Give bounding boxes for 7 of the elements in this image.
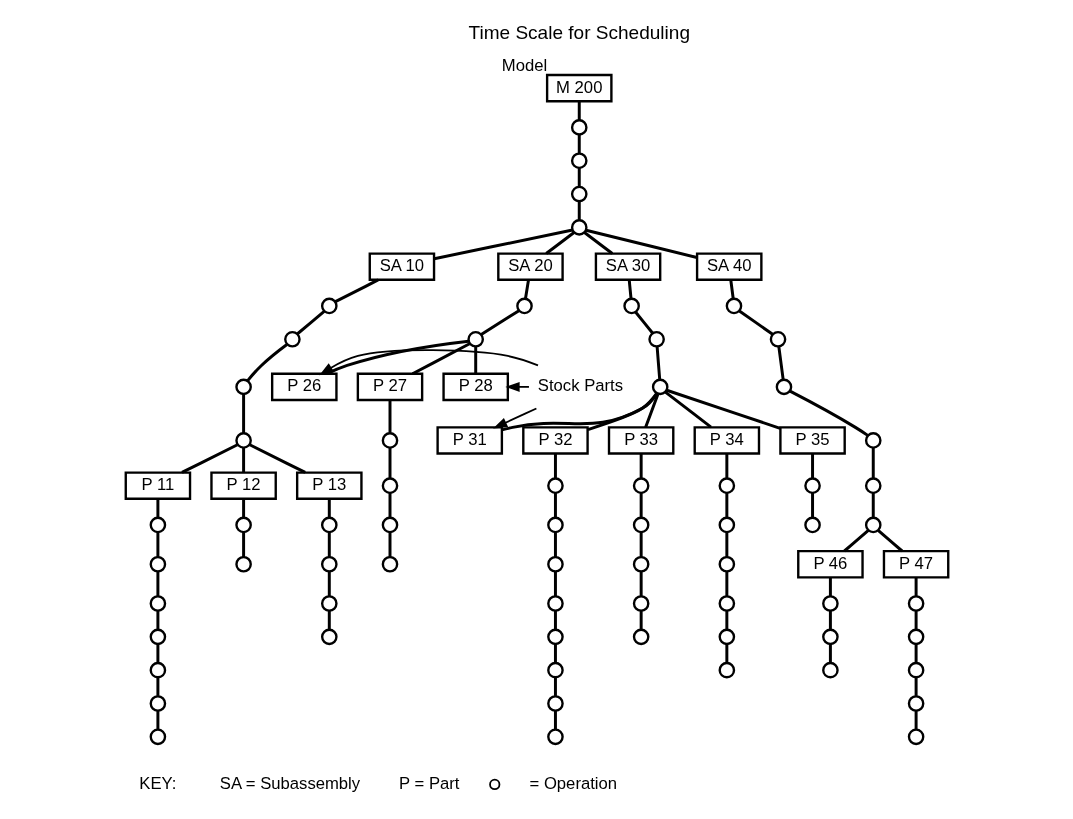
node-text: Stock Parts bbox=[537, 376, 623, 396]
legend-label: = Operation bbox=[529, 773, 617, 793]
node-label: Model bbox=[501, 55, 547, 75]
label: SA = Subassembly bbox=[219, 773, 360, 793]
label: KEY: bbox=[138, 773, 176, 793]
label: P = Part bbox=[398, 773, 459, 793]
label: Time Scale for Scheduling bbox=[468, 22, 690, 44]
